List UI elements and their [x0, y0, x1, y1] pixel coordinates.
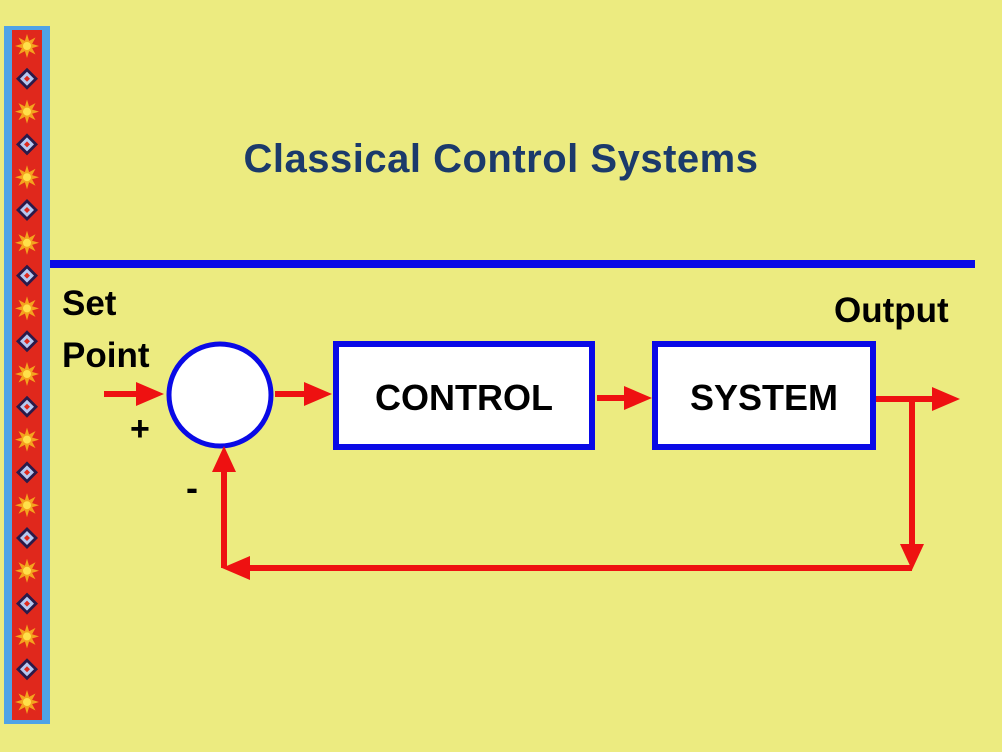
system-block-label: SYSTEM [690, 377, 838, 418]
decorative-border-inner [12, 30, 42, 720]
diamond-icon [16, 264, 38, 287]
setpoint-arrow [104, 382, 164, 406]
star-icon [15, 624, 39, 649]
star-icon [15, 34, 39, 58]
star-icon [15, 230, 39, 255]
diamond-icon [16, 67, 38, 90]
decorative-border-strip [4, 26, 50, 724]
star-icon [15, 296, 39, 321]
plus-sign: + [130, 410, 150, 448]
diamond-icon [16, 199, 38, 221]
control-to-system-arrow [597, 386, 652, 410]
star-icon [15, 362, 39, 386]
title-rule [50, 260, 975, 268]
slide-title: Classical Control Systems [243, 137, 759, 181]
star-icon [15, 690, 39, 714]
diamond-icon [16, 527, 38, 549]
setpoint-label-line1: Set [62, 284, 117, 323]
star-icon [15, 493, 39, 518]
diamond-icon [16, 330, 38, 353]
output-label: Output [834, 291, 949, 330]
star-icon [15, 558, 39, 583]
star-icon [15, 99, 39, 124]
junction-to-control-arrow [275, 382, 332, 406]
border-pattern [15, 34, 39, 714]
setpoint-label-line2: Point [62, 336, 150, 375]
diamond-icon [16, 395, 38, 418]
system-block [652, 341, 876, 450]
output-arrow [876, 387, 960, 411]
diamond-icon [16, 658, 38, 681]
diamond-icon [16, 461, 38, 484]
feedback-path [212, 399, 924, 580]
star-icon [15, 427, 39, 452]
diamond-icon [16, 592, 38, 615]
star-icon [15, 165, 39, 190]
control-block-label: CONTROL [375, 377, 553, 418]
summing-junction-icon [166, 341, 274, 449]
diamond-icon [16, 133, 38, 156]
minus-sign: - [186, 467, 198, 508]
control-block [333, 341, 595, 450]
